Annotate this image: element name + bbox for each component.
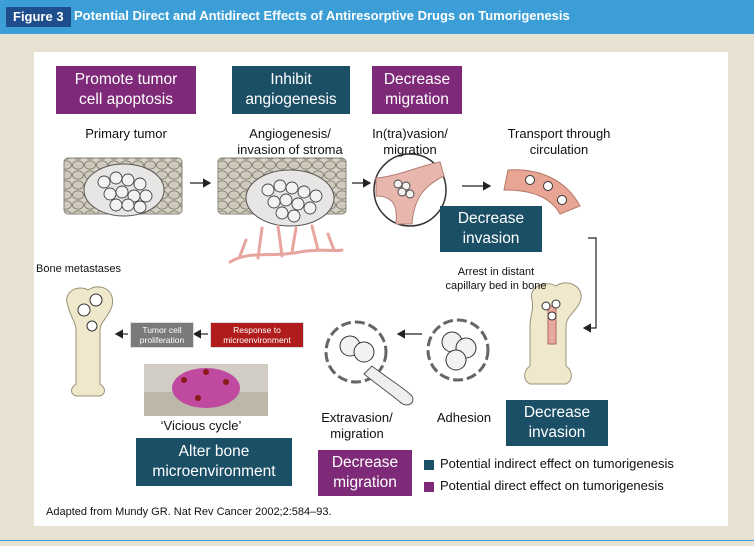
figure-header: Figure 3 Potential Direct and Antidirect… [0, 0, 754, 34]
label-line: invasion of stroma [237, 142, 343, 157]
extravasion-illustration [324, 320, 414, 406]
vicious-cycle-image [144, 364, 268, 416]
box-line: Decrease [457, 210, 525, 227]
extravasion-label: Extravasion/ migration [312, 410, 402, 442]
arrest-label: Arrest in distant capillary bed in bone [432, 265, 560, 293]
box-line: Alter bone [178, 443, 250, 460]
box-line: migration [333, 474, 397, 491]
label-line: migration [383, 142, 437, 157]
process-arrows [114, 178, 597, 339]
box-line: Tumor cell [142, 325, 182, 335]
box-line: proliferation [139, 335, 185, 345]
decrease-migration-bottom-box: Decrease migration [318, 450, 412, 496]
decrease-invasion-mid-box: Decrease invasion [440, 206, 542, 252]
box-line: invasion [528, 424, 586, 441]
label-line: migration [330, 426, 384, 441]
box-line: Inhibit [270, 71, 312, 88]
transport-label: Transport through circulation [494, 126, 624, 158]
box-line: cell apoptosis [79, 91, 173, 108]
box-line: Decrease [383, 71, 451, 88]
label-line: Extravasion/ [321, 410, 393, 425]
box-line: Decrease [523, 404, 591, 421]
primary-tumor-label: Primary tumor [85, 126, 167, 141]
label-line: Arrest in distant [457, 266, 535, 278]
angiogenesis-label: Angiogenesis/ invasion of stroma [222, 126, 358, 158]
alter-bone-box: Alter bone microenvironment [136, 438, 292, 486]
box-line: Response to [233, 325, 281, 335]
legend-direct-swatch [424, 482, 434, 492]
adhesion-illustration [426, 318, 490, 382]
bone-metastases-label: Bone metastases [36, 263, 121, 275]
adhesion-label: Adhesion [436, 410, 492, 425]
citation: Adapted from Mundy GR. Nat Rev Cancer 20… [46, 506, 332, 518]
label-line: Angiogenesis/ [249, 126, 331, 141]
promote-apoptosis-box: Promote tumor cell apoptosis [56, 66, 196, 114]
label-line: Transport through [507, 126, 611, 141]
bone-metastasis-illustration [66, 286, 114, 397]
label-line: circulation [529, 142, 589, 157]
decrease-migration-top-box: Decrease migration [372, 66, 462, 114]
box-line: angiogenesis [245, 91, 337, 108]
bottom-rule [0, 540, 754, 541]
legend-direct-label: Potential direct effect on tumorigenesis [440, 478, 664, 493]
label-line: In(tra)vasion/ [372, 126, 448, 141]
figure-title: Potential Direct and Antidirect Effects … [74, 8, 570, 23]
arrest-bone-illustration [524, 282, 582, 385]
box-line: microenvironment [152, 463, 276, 480]
box-line: Promote tumor [74, 71, 178, 88]
box-line: Decrease [331, 454, 399, 471]
box-line: migration [385, 91, 449, 108]
intravasion-label: In(tra)vasion/ migration [362, 126, 458, 158]
box-line: invasion [462, 230, 520, 247]
decrease-invasion-low-box: Decrease invasion [506, 400, 608, 446]
figure-label: Figure 3 [6, 7, 71, 27]
primary-tumor-illustration [63, 157, 183, 217]
legend-indirect-swatch [424, 460, 434, 470]
angiogenesis-illustration [217, 157, 347, 264]
tumor-proliferation-box: Tumor cell proliferation [130, 322, 194, 348]
inhibit-angiogenesis-box: Inhibit angiogenesis [232, 66, 350, 114]
legend-indirect-label: Potential indirect effect on tumorigenes… [440, 456, 674, 471]
vicious-cycle-label: ‘Vicious cycle’ [160, 418, 242, 433]
response-microenvironment-box: Response to microenvironment [210, 322, 304, 348]
label-line: capillary bed in bone [445, 280, 547, 292]
intravasion-illustration [373, 153, 447, 227]
circulation-vessel-illustration [503, 169, 581, 215]
box-line: microenvironment [223, 335, 291, 345]
